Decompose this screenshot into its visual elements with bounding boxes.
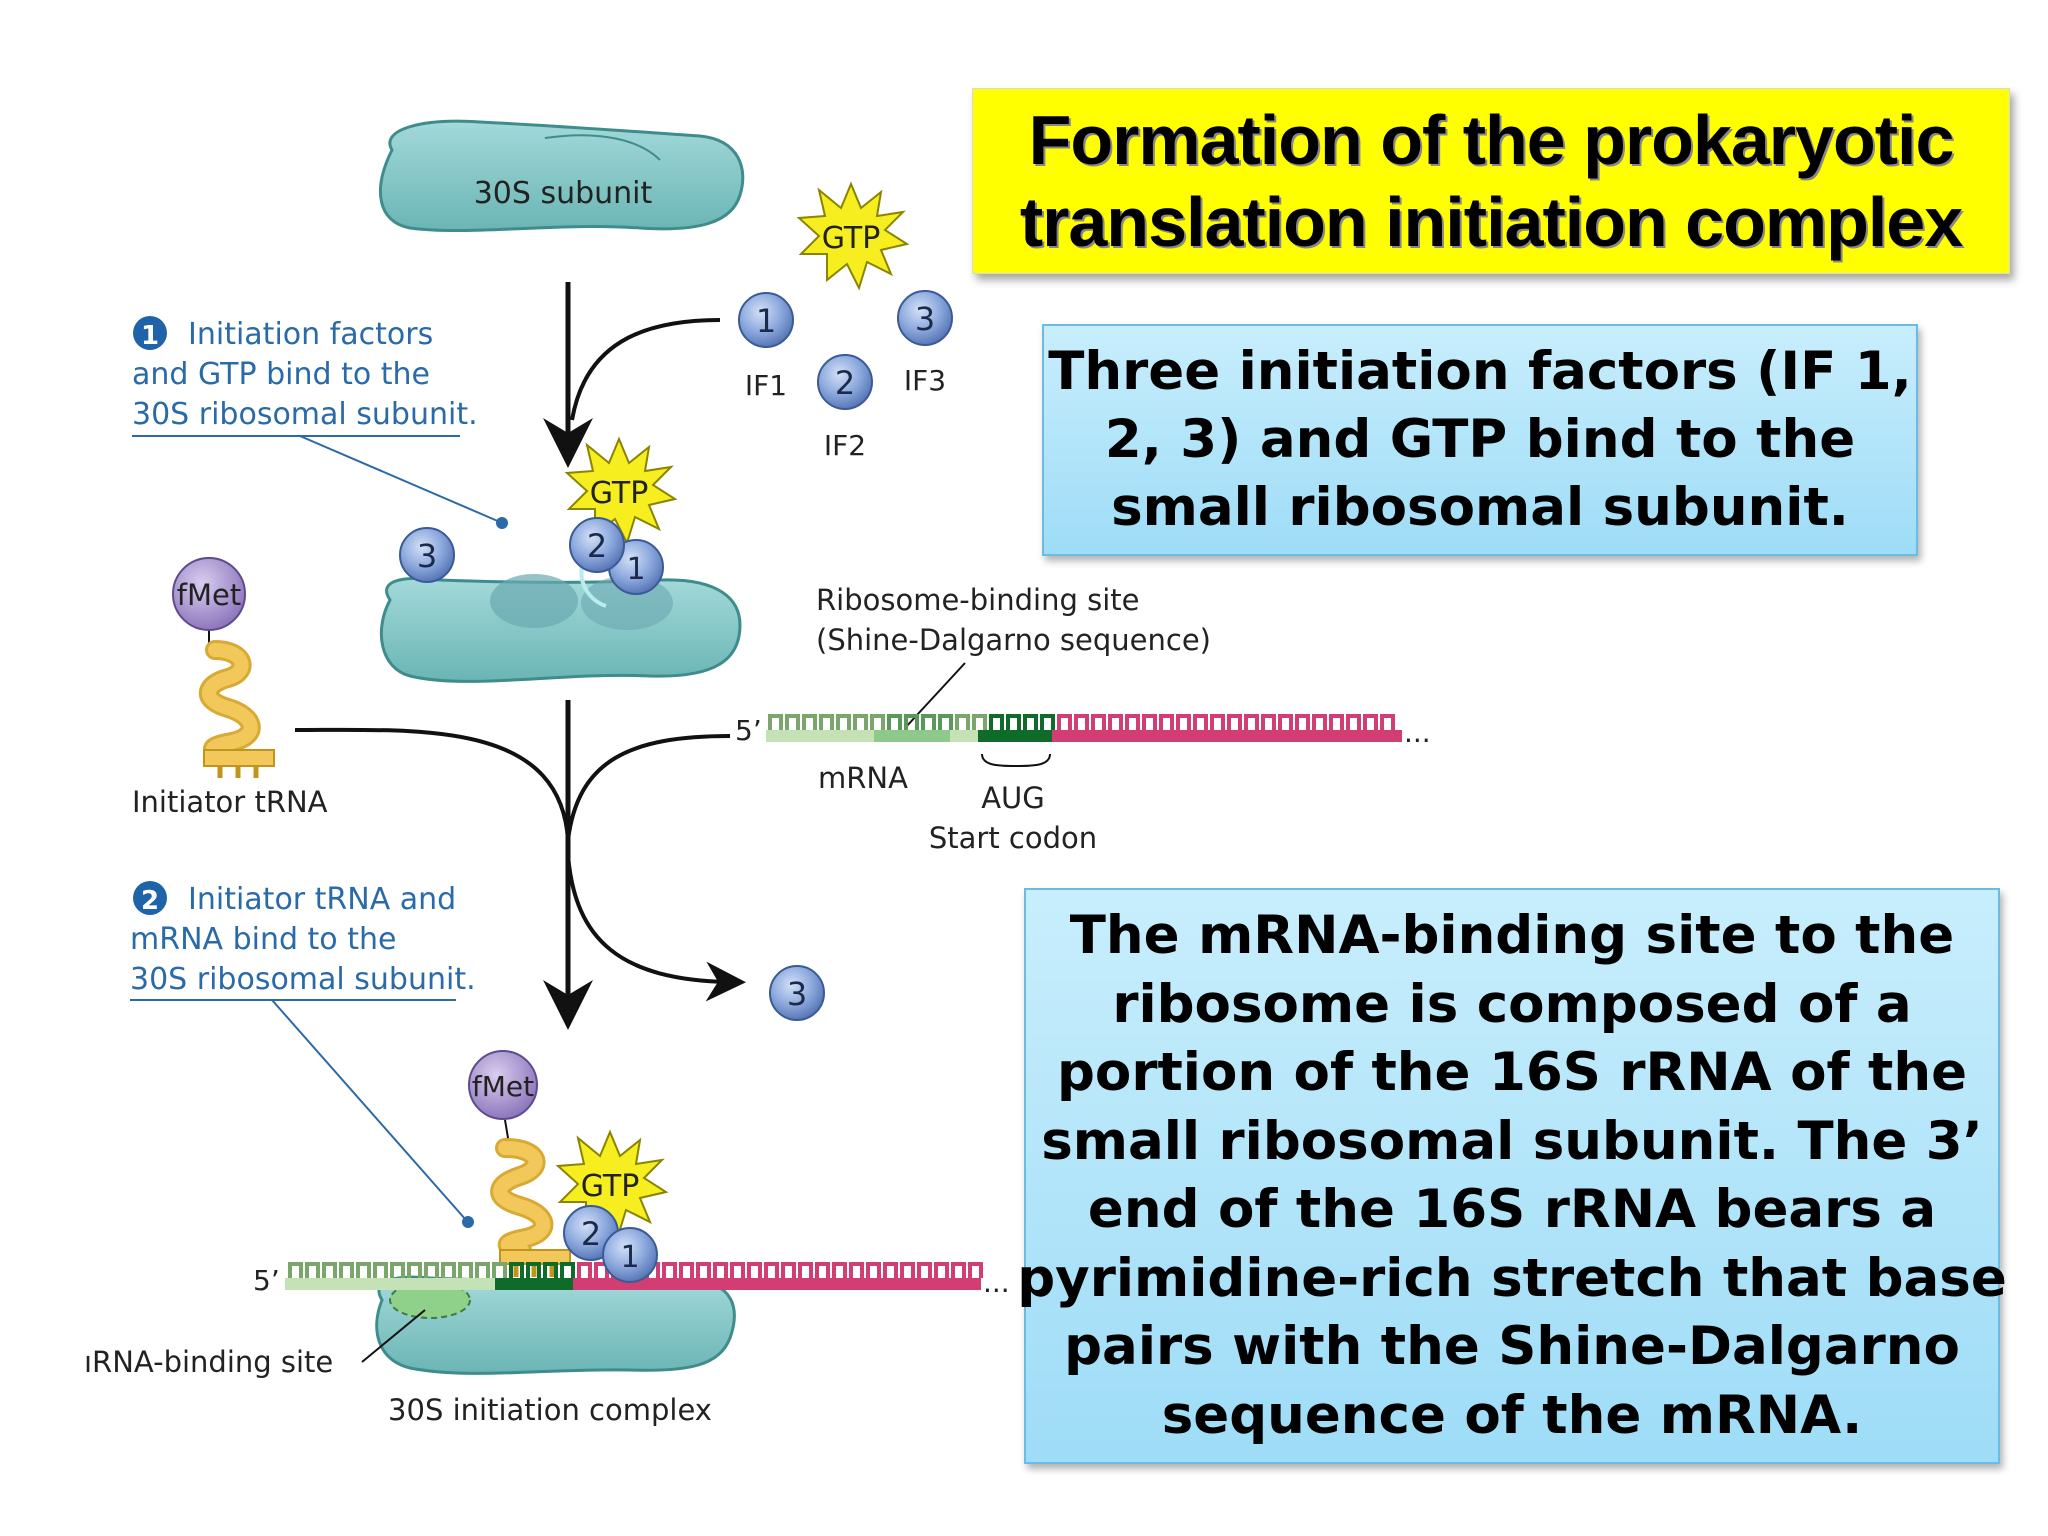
box2-line-1: The mRNA-binding site to the: [1069, 905, 1955, 966]
box1-line-1: Three initiation factors (IF 1,: [1048, 341, 1912, 402]
rbs-line-2: (Shine-Dalgarno sequence): [816, 623, 1211, 657]
initiator-trna-label: Initiator tRNA: [132, 785, 328, 819]
svg-text:2: 2: [835, 364, 855, 402]
initiator-trna: fMet: [172, 557, 275, 778]
box2-line-3: portion of the 16S rRNA of the: [1056, 1042, 1968, 1103]
svg-text:GTP: GTP: [590, 476, 649, 511]
mrna-ellipsis: ...: [1404, 716, 1431, 749]
if3-ball-released: 3: [769, 965, 825, 1021]
translation-initiation-diagram: 30S subunit GTP 1 IF1 3 IF3 2 IF2 1 Init…: [84, 119, 1431, 1427]
box2-line-6: pyrimidine-rich stretch that base: [1017, 1247, 2007, 1309]
fmet-label: fMet: [177, 578, 241, 612]
box1-line-2: 2, 3) and GTP bind to the: [1104, 409, 1856, 470]
svg-text:1: 1: [620, 1240, 639, 1275]
svg-text:3: 3: [915, 300, 935, 338]
svg-text:1: 1: [626, 552, 645, 587]
subunit-30s-top: 30S subunit: [378, 119, 745, 233]
if1-ball-complex: 1: [602, 1227, 658, 1283]
rbs-line-1: Ribosome-binding site: [816, 583, 1139, 617]
step1-line-1: Initiation factors: [188, 317, 433, 352]
arrow-mrna-curve: [566, 734, 731, 841]
if2-ball: 2: [817, 354, 873, 410]
gtp-star-bottom: GTP: [555, 1129, 669, 1239]
svg-text:2: 2: [587, 527, 607, 565]
step2-line-2: mRNA bind to the: [130, 922, 396, 957]
if2-ball-bound: 2: [569, 517, 625, 573]
five-prime-label: 5’: [735, 714, 762, 747]
subunit-30s-with-ifs: [379, 559, 742, 683]
box2-line-4: small ribosomal subunit. The 3’: [1041, 1110, 1983, 1172]
title-line-1: Formation of the prokaryotic: [1028, 101, 1955, 179]
fmet-ball: [172, 557, 246, 631]
mrna-binding-site-label: ıRNA-binding site: [84, 1345, 333, 1379]
if1-label: IF1: [745, 369, 787, 402]
initiation-complex: 5’ ... fMet: [253, 1050, 1010, 1375]
step2-number: 2: [141, 886, 159, 916]
step1-line-2: and GTP bind to the: [132, 357, 430, 392]
gtp-label: GTP: [822, 221, 881, 256]
if1-ball: 1: [738, 292, 794, 348]
if3-label: IF3: [904, 364, 946, 397]
svg-text:GTP: GTP: [581, 1169, 640, 1204]
info-box-mrna-binding: The mRNA-binding site to the ribosome is…: [1017, 888, 2007, 1464]
start-codon-label: Start codon: [929, 821, 1097, 855]
mrna-label: mRNA: [818, 761, 908, 795]
step1-line-3: 30S ribosomal subunit.: [132, 397, 478, 432]
subunit-label: 30S subunit: [474, 176, 653, 211]
step2-annotation: 2 Initiator tRNA and mRNA bind to the 30…: [130, 881, 476, 1228]
initiation-complex-label: 30S initiation complex: [388, 1393, 712, 1427]
svg-text:1: 1: [756, 302, 776, 340]
box2-line-5: end of the 16S rRNA bears a: [1087, 1179, 1937, 1240]
five-prime-label-bottom: 5’: [253, 1264, 280, 1297]
arrow-curve-1: [570, 318, 721, 421]
svg-text:fMet: fMet: [472, 1070, 534, 1103]
if3-ball-bound: 3: [399, 527, 455, 583]
fmet-ball-bottom: [468, 1050, 538, 1120]
svg-text:2: 2: [581, 1215, 601, 1253]
step1-annotation: 1 Initiation factors and GTP bind to the…: [132, 316, 508, 529]
gtp-star-top: GTP: [796, 181, 910, 291]
arrow-trna-curve: [294, 727, 570, 841]
step2-line-1: Initiator tRNA and: [188, 882, 456, 917]
title-line-2: translation initiation complex: [1019, 183, 1963, 261]
title-banner: Formation of the prokaryotic translation…: [972, 88, 2010, 274]
step2-line-3: 30S ribosomal subunit.: [130, 962, 476, 997]
info-box-initiation-factors: Three initiation factors (IF 1, 2, 3) an…: [1042, 324, 1918, 556]
svg-text:3: 3: [787, 975, 807, 1013]
mrna-ellipsis-bottom: ...: [983, 1266, 1010, 1299]
box2-line-7: pairs with the Shine-Dalgarno: [1064, 1316, 1960, 1377]
if2-label: IF2: [824, 429, 866, 462]
box1-line-3: small ribosomal subunit.: [1111, 477, 1849, 538]
mrna-strand: 5’ ... mRNA AUG Start codon: [735, 714, 1431, 855]
if3-ball: 3: [897, 290, 953, 346]
box2-line-8: sequence of the mRNA.: [1161, 1384, 1863, 1446]
box2-line-2: ribosome is composed of a: [1112, 973, 1912, 1035]
aug-label: AUG: [981, 781, 1045, 815]
svg-text:3: 3: [417, 537, 437, 575]
step1-number: 1: [141, 321, 159, 351]
arrow-if3-release: [566, 854, 746, 1002]
